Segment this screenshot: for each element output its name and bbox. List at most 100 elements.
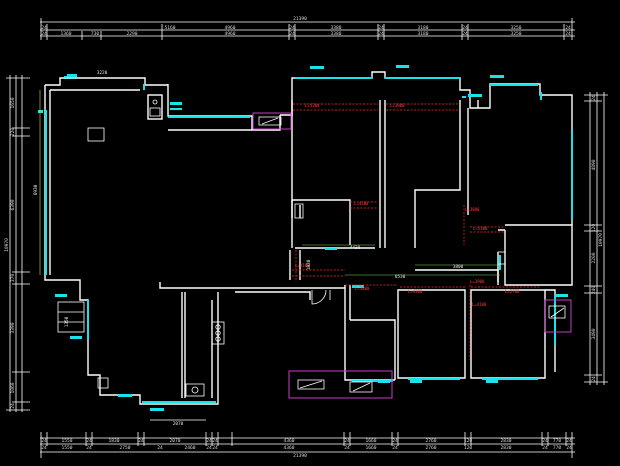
svg-text:24: 24 [392,445,398,451]
svg-text:120: 120 [464,445,473,451]
walls [44,71,573,405]
svg-text:770: 770 [553,438,562,444]
svg-text:3250: 3250 [510,25,521,31]
svg-text:L=4300: L=4300 [354,201,369,206]
bottom-dim-row2: 24 1550 24 2750 24 2460 24 24 4360 24 16… [41,445,572,451]
dim-top-room: 3220 [97,70,108,76]
bottom-dim-row1: 24 1550 24 1830 24 2070 24 24 4360 24 16… [41,438,572,444]
svg-text:220: 220 [10,128,16,137]
svg-text:2750: 2750 [119,445,130,451]
svg-text:24: 24 [378,25,384,31]
svg-text:1550: 1550 [61,438,72,444]
top-total-dim: 21390 [293,16,307,22]
svg-text:24: 24 [41,31,47,37]
left-dimension-chain: 1650 220 6390 370 3390 1060 24 10970 [4,75,30,412]
svg-text:24: 24 [41,445,47,451]
svg-text:3490: 3490 [591,328,597,339]
ac-unit-top [252,112,292,130]
svg-text:24: 24 [10,403,16,409]
svg-text:1060: 1060 [10,382,16,393]
svg-text:3180: 3180 [417,25,428,31]
svg-text:24: 24 [86,445,92,451]
bottom-dimension-chain: 24 1550 24 1830 24 2070 24 24 4360 24 16… [40,432,575,459]
left-total-dim: 10970 [4,238,10,252]
svg-text:24: 24 [289,25,295,31]
svg-text:3180: 3180 [417,31,428,37]
svg-text:120: 120 [591,224,597,233]
top-dim-row1: 24 5160 4960 24 3380 24 3180 24 3250 24 [41,25,571,31]
top-dim-row2: 24 1360 730 2290 4960 24 3380 24 3180 24… [41,31,571,37]
doors [311,289,331,305]
svg-text:6390: 6390 [10,199,16,210]
ac-unit-right [544,299,572,333]
kitchen-sink [147,94,163,120]
svg-text:24: 24 [206,438,212,444]
svg-text:24: 24 [344,438,350,444]
right-dimension-chain: 24 4890 120 2200 240 3490 24 10970 [584,92,608,385]
svg-text:24: 24 [206,445,212,451]
dim-living-height: 6930 [33,184,39,195]
svg-text:24: 24 [157,445,163,451]
right-total-dim: 10970 [598,233,604,247]
svg-text:24: 24 [392,438,398,444]
svg-text:24: 24 [41,438,47,444]
svg-text:24: 24 [212,438,218,444]
washer [97,377,109,389]
svg-text:1550: 1550 [61,445,72,451]
ac-unit-bottom [288,370,393,399]
svg-text:3250: 3250 [510,31,521,37]
svg-text:4960: 4960 [224,25,235,31]
svg-text:L=4300: L=4300 [408,289,423,294]
top-dimension-chain: 21390 24 5160 4960 24 3380 24 3180 24 32… [40,16,575,40]
svg-text:L=5300: L=5300 [473,226,488,231]
svg-text:24: 24 [462,25,468,31]
svg-text:24: 24 [138,438,144,444]
svg-text:24: 24 [565,25,571,31]
svg-text:2830: 2830 [500,438,511,444]
fixtures [57,94,506,397]
svg-text:2460: 2460 [184,445,195,451]
ac-units [252,112,572,399]
svg-text:L=3900: L=3900 [390,103,405,108]
dim-corridor-b: 3800 [453,264,464,270]
svg-text:24: 24 [462,31,468,37]
svg-text:120: 120 [464,438,473,444]
dim-corridor-a: 4430 [350,245,361,251]
svg-text:2830: 2830 [500,445,511,451]
svg-text:24: 24 [86,438,92,444]
svg-text:L=2700: L=2700 [505,289,520,294]
svg-text:24: 24 [591,376,597,382]
svg-text:2290: 2290 [126,31,137,37]
svg-text:1650: 1650 [10,97,16,108]
svg-text:L=3800: L=3800 [355,286,370,291]
beam-lines [292,103,540,360]
entry-door [311,289,327,305]
dim-bath: 1820 [306,259,312,270]
svg-text:4890: 4890 [591,159,597,170]
svg-text:3380: 3380 [330,31,341,37]
right-dim-values: 24 4890 120 2200 240 3490 24 [591,95,597,382]
stove [211,321,225,345]
dim-corridor-c: 6530 [395,274,406,280]
svg-text:24: 24 [378,31,384,37]
svg-text:24: 24 [212,445,218,451]
cabinet-right [497,251,506,265]
shower-box [294,203,304,219]
svg-text:1830: 1830 [108,438,119,444]
svg-text:1660: 1660 [365,445,376,451]
svg-text:4360: 4360 [283,438,294,444]
beam-labels: L=5300 L=3900 L=4300 L=3800 L=5300 L=410… [295,103,520,307]
svg-text:24: 24 [591,95,597,101]
svg-text:770: 770 [553,445,562,451]
svg-text:3380: 3380 [330,25,341,31]
interior-dimensions: 3220 6930 2070 1350 4430 3800 6530 1820 [33,70,500,427]
svg-text:24: 24 [565,31,571,37]
svg-text:3390: 3390 [10,322,16,333]
svg-text:24: 24 [289,31,295,37]
svg-text:24: 24 [566,438,572,444]
svg-text:L=5300: L=5300 [305,103,320,108]
svg-text:1360: 1360 [60,31,71,37]
svg-text:240: 240 [591,286,597,295]
svg-text:L=4100: L=4100 [472,302,487,307]
